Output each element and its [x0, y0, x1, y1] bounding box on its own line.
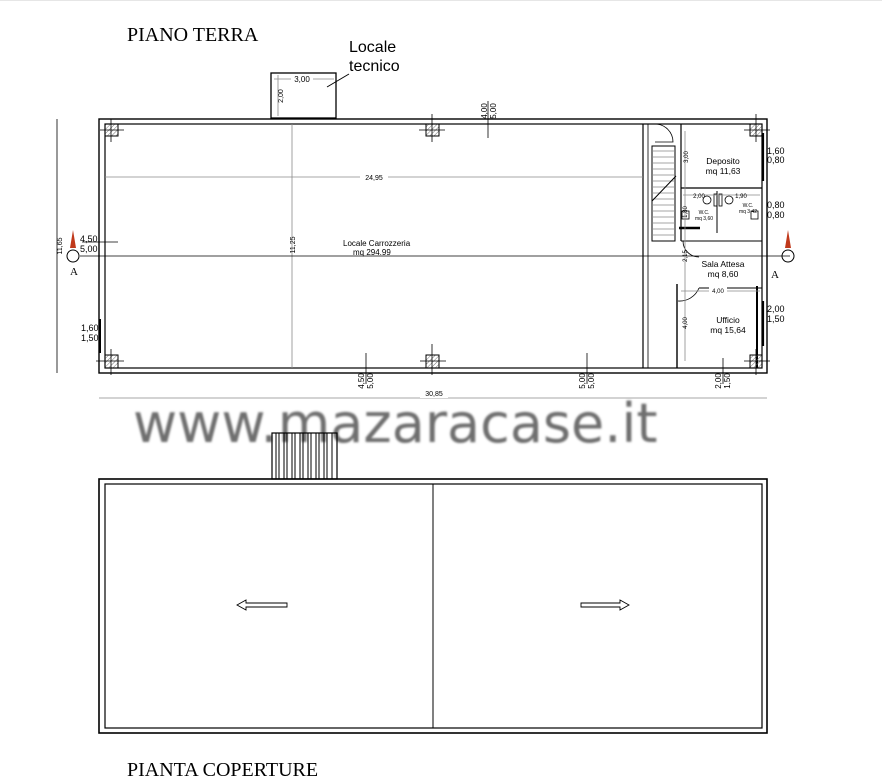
dim-corridor: 2,15: [683, 250, 689, 262]
annex-label-2: tecnico: [349, 58, 400, 75]
dim-wc-depth: 1,80: [683, 206, 689, 218]
dim-right-3a: 2,00: [767, 304, 785, 314]
room-sala-area: mq 8,60: [708, 269, 739, 279]
title-pianta-coperture: PIANTA COPERTURE: [127, 759, 318, 781]
pillar: [96, 349, 124, 375]
dim-wc1-width: 2,00: [693, 194, 705, 200]
slope-arrow-right-icon: [580, 599, 630, 611]
slope-arrow-left-icon: [236, 599, 288, 611]
dim-inner-depth: 11,25: [290, 236, 297, 253]
dim-bottom-1a: 4,50: [357, 373, 366, 389]
section-label-left: A: [70, 266, 78, 278]
dim-bottom-3a: 2,00: [714, 373, 723, 389]
room-main-area: mq 294.99: [353, 248, 391, 257]
room-sala-name: Sala Attesa: [701, 259, 744, 269]
room-deposito-area: mq 11,63: [706, 166, 741, 176]
annex-depth: 2,00: [278, 89, 285, 103]
title-piano-terra: PIANO TERRA: [127, 24, 259, 46]
north-arrow-icon: [70, 230, 76, 248]
section-marker-left: A: [66, 230, 80, 278]
locale-tecnico: Locale tecnico 3,00 2,00: [270, 39, 400, 119]
dim-bottom-3b: 1,50: [723, 373, 732, 389]
room-wc2-area: mq 3,42: [739, 209, 757, 215]
dim-bottom-1b: 5,00: [366, 373, 375, 389]
north-arrow-icon: [785, 230, 791, 248]
dimension-labels: 24,95 11,25 11,65 30,85 4,00 5,00 4,50 5…: [57, 103, 785, 398]
dim-left-window-a: 4,50: [80, 234, 98, 244]
dim-left-lower-b: 1,50: [81, 333, 99, 343]
dim-right-2b: 0,80: [767, 210, 785, 220]
section-label-right: A: [771, 269, 779, 281]
dim-bottom-2a: 5,00: [578, 373, 587, 389]
dim-total-length: 30,85: [425, 391, 443, 398]
room-wc2-name: W.C.: [743, 203, 754, 209]
dim-ufficio-depth: 4,00: [683, 317, 689, 329]
pillar: [419, 114, 445, 142]
dim-top-b: 5,00: [489, 103, 498, 119]
dimension-lines: [56, 101, 790, 399]
dim-bottom-2b: 5,00: [587, 373, 596, 389]
annex-width: 3,00: [294, 75, 310, 84]
dim-left-window-b: 5,00: [80, 244, 98, 254]
dim-right-3b: 1,50: [767, 314, 785, 324]
watermark: www.mazaracase.it: [133, 392, 658, 455]
dim-inner-length: 24,95: [365, 175, 383, 182]
pillar: [744, 349, 770, 375]
pillars: [96, 114, 770, 375]
dim-right-1b: 0,80: [767, 155, 785, 165]
section-marker-right: A: [771, 230, 795, 281]
room-ufficio-name: Ufficio: [716, 315, 740, 325]
dim-total-depth: 11,65: [57, 237, 64, 254]
dim-left-lower-a: 1,60: [81, 323, 99, 333]
pillar: [420, 344, 446, 375]
dim-top-a: 4,00: [480, 103, 489, 119]
dim-right-1a: 1,60: [767, 146, 785, 156]
roof-plan: [98, 478, 768, 734]
building-walls: [98, 118, 768, 374]
room-wc1-name: W.C.: [699, 210, 710, 216]
room-ufficio-area: mq 15,64: [710, 325, 746, 335]
room-labels: Locale Carrozzeria mq 294.99 Deposito mq…: [343, 156, 757, 335]
room-deposito-name: Deposito: [706, 156, 740, 166]
room-wc1-area: mq 3,60: [695, 216, 713, 222]
dim-right-2a: 0,80: [767, 200, 785, 210]
dim-wc2-width: 1,90: [735, 194, 747, 200]
annex-label-1: Locale: [349, 39, 396, 56]
dim-ufficio-width: 4,00: [712, 289, 724, 295]
pillar: [100, 119, 124, 142]
pillar: [744, 114, 770, 142]
room-main-name: Locale Carrozzeria: [343, 239, 411, 248]
dim-deposito-depth: 3,00: [684, 151, 690, 163]
